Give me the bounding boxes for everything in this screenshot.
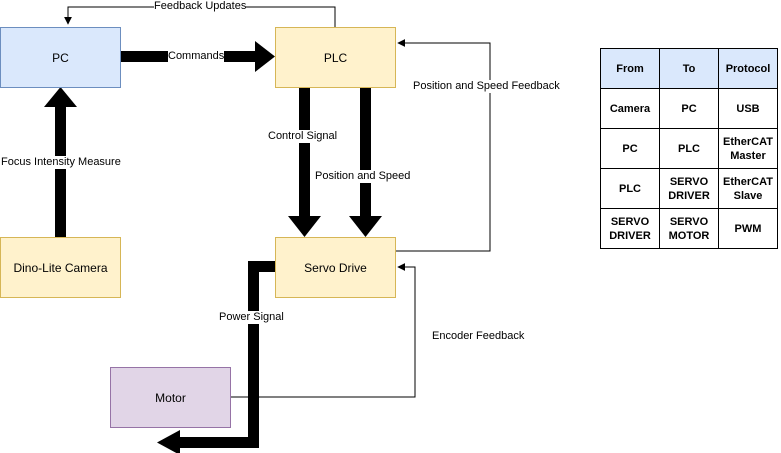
cell-from: PC <box>600 128 660 169</box>
camera-node: Dino-Lite Camera <box>0 237 121 298</box>
table-header-row: From To Protocol <box>600 48 778 89</box>
plc-node: PLC <box>275 27 396 88</box>
commands-arrow-head <box>255 41 275 72</box>
cell-from: PLC <box>600 168 660 209</box>
power-signal-arrow-head <box>157 430 180 453</box>
position-speed-arrow-shaft <box>360 87 371 216</box>
control-signal-arrow-head <box>288 216 321 237</box>
cell-to: PLC <box>659 128 719 169</box>
control-signal-label: Control Signal <box>268 130 338 143</box>
focus-intensity-arrow-shaft <box>55 107 66 238</box>
cell-from: Camera <box>600 88 660 129</box>
control-signal-arrow-shaft <box>299 87 310 216</box>
header-to: To <box>659 48 719 89</box>
commands-label: Commands <box>168 50 225 63</box>
feedback-updates-label: Feedback Updates <box>154 0 247 13</box>
encoder-feedback-connector <box>231 263 416 398</box>
position-speed-arrow-head <box>349 216 382 237</box>
position-speed-feedback-label: Position and Speed Feedback <box>413 80 560 93</box>
header-from: From <box>600 48 660 89</box>
encoder-feedback-label: Encoder Feedback <box>432 330 525 343</box>
position-speed-label: Position and Speed <box>315 170 411 183</box>
servo-drive-node: Servo Drive <box>275 237 396 298</box>
cell-to: PC <box>659 88 719 129</box>
power-signal-arrow-shaft <box>180 261 275 448</box>
power-signal-label: Power Signal <box>219 311 284 324</box>
header-protocol: Protocol <box>718 48 778 89</box>
protocol-table: From To Protocol Camera PC USB PC PLC Et… <box>600 48 778 249</box>
position-speed-feedback-connector <box>395 39 491 252</box>
pc-node: PC <box>0 27 121 88</box>
motor-node: Motor <box>110 367 231 428</box>
focus-intensity-arrow-head <box>44 87 77 107</box>
table-row: Camera PC USB <box>600 88 778 129</box>
focus-intensity-label: Focus Intensity Measure <box>1 156 121 169</box>
cell-protocol: PWM <box>718 208 778 249</box>
cell-protocol: USB <box>718 88 778 129</box>
